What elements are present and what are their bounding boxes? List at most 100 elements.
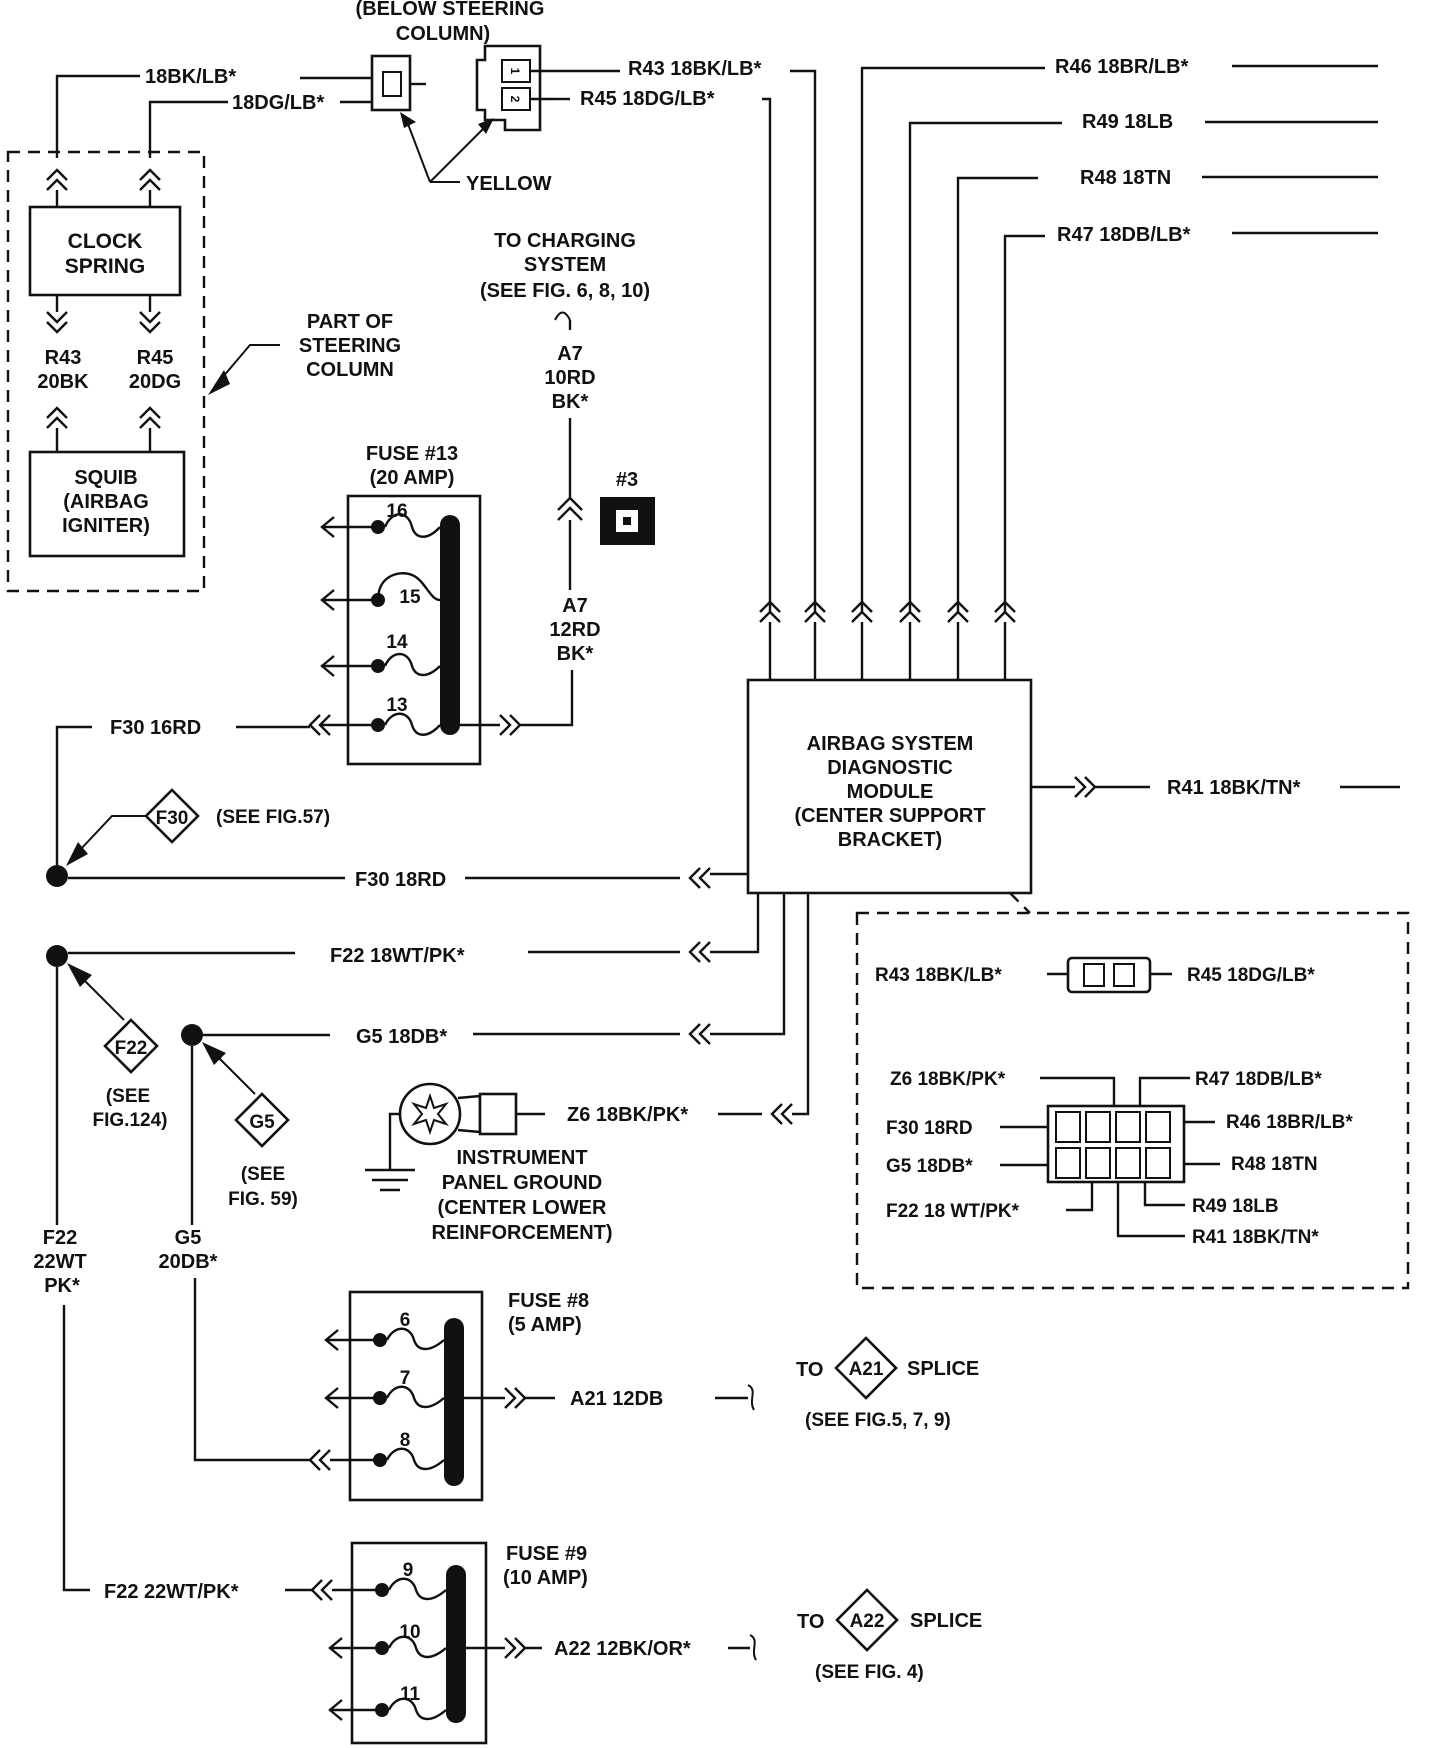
arrow-left-icon [320,516,335,538]
module-label-3: MODULE [847,781,934,803]
steering-column-boundary [6,150,206,593]
a22-splice-badge [835,1588,899,1652]
a21-splice-badge [834,1336,898,1400]
g5-vert-2: 20DB* [159,1251,218,1273]
f30-run: F30 16RD F30 (SEE FIG.57) F30 18RD [46,717,748,891]
detail-f30: F30 18RD [886,1118,973,1139]
a22-label: A22 12BK/OR* [554,1638,691,1660]
wire-label-r46: R46 18BR/LB* [1055,56,1189,78]
module-label-2: DIAGNOSTIC [827,757,953,779]
r43-label: R43 [45,347,82,369]
squib-box [28,450,186,558]
wire-label-r47: R47 18DB/LB* [1057,224,1191,246]
f30-splice-badge [144,788,200,844]
g5-see-2: FIG. 59) [228,1189,298,1210]
splice-g5 [181,1024,203,1046]
instrument-panel-ground: Z6 18BK/PK* INSTRUMENT PANEL GROUND (CEN… [365,893,810,1244]
arrowhead-icon [478,118,494,134]
detail-r43: R43 18BK/LB* [875,965,1002,986]
detail-connector-small [1066,956,1152,994]
f22-run: F22 18WT/PK* F22 (SEE FIG.124) F22 22WT … [33,893,760,1592]
r43-gauge: 20BK [37,371,89,393]
fuse-8-block: FUSE #8 (5 AMP) 6 7 8 A21 12DB TO A21 SP… [324,1290,979,1502]
connector-color-label: YELLOW [466,173,552,195]
g5-badge-text: G5 [249,1112,275,1133]
fuse8-rating: (5 AMP) [508,1314,582,1336]
connector-pin2: 2 [508,96,522,103]
f22-badge-text: F22 [115,1038,148,1059]
module-label-1: AIRBAG SYSTEM [807,733,974,755]
a7-top-label-1: A7 [557,343,583,365]
squib-label-2: (AIRBAG [63,491,149,513]
part-of-steering-column-callout: PART OF STEERING COLUMN [208,311,401,395]
fuse9-busbar [446,1565,466,1723]
fuse-13-block: FUSE #13 (20 AMP) 16 15 14 13 [308,443,522,766]
a22-splice: SPLICE [910,1610,982,1632]
a21-label: A21 12DB [570,1388,663,1410]
fuse13-terminal-14: 14 [386,632,408,653]
f22-18wt-label: F22 18WT/PK* [330,945,465,967]
fuse13-rating: (20 AMP) [370,467,455,489]
f22-vert-2: 22WT [33,1251,86,1273]
fuse8-busbar [444,1318,464,1486]
a21-see-fig: (SEE FIG.5, 7, 9) [805,1410,951,1431]
arrow-left-icon [324,1329,339,1351]
f22-see-2: FIG.124) [93,1110,168,1131]
a7-top-label-2: 10RD [544,367,595,389]
a22-see-fig: (SEE FIG. 4) [815,1662,924,1683]
arrowhead-icon [67,963,92,987]
r41-label: R41 18BK/TN* [1167,777,1301,799]
detail-r47: R47 18DB/LB* [1195,1069,1322,1090]
detail-r45: R45 18DG/LB* [1187,965,1315,986]
module-label-4: (CENTER SUPPORT [794,805,985,827]
wire-label-18bk-lb: 18BK/LB* [145,66,236,88]
ground-star-icon [411,1092,449,1136]
splice-f30 [46,865,68,887]
charging-label-3: (SEE FIG. 6, 8, 10) [480,280,650,302]
squib-label-3: IGNITER) [62,515,150,537]
charging-label-2: SYSTEM [524,254,606,276]
fuse9-terminal-9: 9 [403,1560,414,1581]
arrowhead-icon [66,842,88,866]
fuse8-terminal-7: 7 [400,1368,411,1389]
part-of-label-3: COLUMN [306,359,394,381]
g5-run: G5 18DB* G5 (SEE FIG. 59) G5 20DB* [159,893,786,1471]
a7-bot-label-1: A7 [562,595,588,617]
fuse9-rating: (10 AMP) [503,1567,588,1589]
steering-column-connector: (BELOW STEERING COLUMN) 1 2 YELLOW [356,0,555,195]
g5-splice-badge [234,1092,290,1148]
connector-pin1: 1 [508,68,522,75]
module-connector-detail: R43 18BK/LB* R45 18DG/LB* Z6 18BK/PK* R4… [855,911,1410,1290]
f22-see-1: (SEE [106,1086,150,1107]
a21-splice: SPLICE [907,1358,979,1380]
f30-badge-text: F30 [156,808,189,829]
wire-label-r49: R49 18LB [1082,111,1173,133]
connector-3-label: #3 [616,469,638,491]
f22-vert-1: F22 [43,1227,77,1249]
detail-r46: R46 18BR/LB* [1226,1112,1353,1133]
part-of-label-1: PART OF [307,311,393,333]
steering-column-group: CLOCK SPRING R43 20BK R45 20DG SQUIB (AI… [6,150,206,593]
wire-label-18dg-lb: 18DG/LB* [232,92,324,114]
detail-z6: Z6 18BK/PK* [890,1069,1006,1090]
wire-label-r48: R48 18TN [1080,167,1171,189]
fuse9-terminal-10: 10 [399,1622,420,1643]
detail-boundary [855,911,1410,1290]
fuse8-terminal-6: 6 [400,1310,411,1331]
f30-18rd-label: F30 18RD [355,869,446,891]
fuse13-terminal-15: 15 [399,587,421,608]
g5-see-1: (SEE [241,1164,285,1185]
f22-vert-3: PK* [44,1275,80,1297]
arrow-left-icon [328,1637,343,1659]
detail-r49: R49 18LB [1192,1196,1279,1217]
fuse13-busbar [440,515,460,735]
fuse13-title: FUSE #13 [366,443,458,465]
a7-top-label-3: BK* [552,391,589,413]
f30-16rd-label: F30 16RD [110,717,201,739]
charging-system-run: TO CHARGING SYSTEM (SEE FIG. 6, 8, 10) A… [480,230,655,727]
wire-label-r43: R43 18BK/LB* [628,58,762,80]
clockspring-feed-wires: 18BK/LB* 18DG/LB* [55,66,372,158]
clock-spring-label-1: CLOCK [68,230,143,253]
f22-22wt-label: F22 22WT/PK* [104,1581,239,1603]
connector-title-line2: COLUMN) [396,23,490,45]
